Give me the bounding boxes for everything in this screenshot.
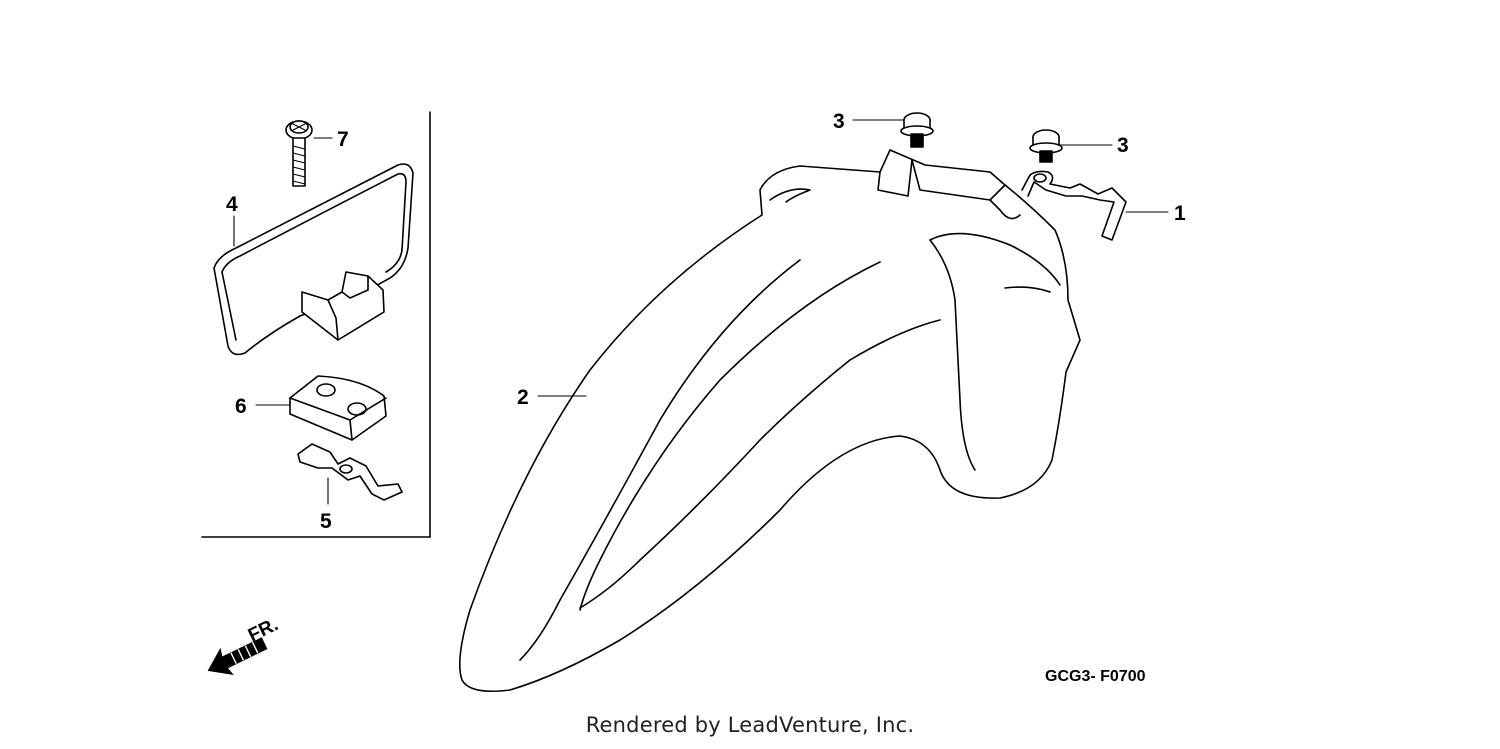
callout-6: 6 (235, 395, 247, 418)
callout-3-left: 3 (833, 110, 845, 133)
bolt-part-3-right (1029, 129, 1063, 163)
callout-7: 7 (337, 128, 349, 151)
reflector-part-4 (213, 163, 414, 356)
leader-lines (233, 119, 1169, 505)
callout-4: 4 (226, 193, 238, 216)
damper-part-6 (289, 375, 387, 441)
render-credit: Rendered by LeadVenture, Inc. (585, 713, 915, 737)
callout-3-right: 3 (1117, 134, 1129, 157)
callout-1: 1 (1174, 202, 1186, 225)
bracket-part-5 (297, 443, 403, 501)
callout-5: 5 (320, 510, 332, 533)
front-direction-label: FR. (245, 614, 282, 646)
drawing-code: GCG3- F0700 (1045, 668, 1146, 685)
fender-part-2 (458, 149, 1081, 693)
screw-part-7 (285, 120, 313, 187)
stay-part-1 (1021, 170, 1127, 241)
front-direction-arrow (207, 637, 268, 676)
inset-frame (201, 111, 431, 538)
callout-2: 2 (517, 386, 529, 409)
bolt-part-3-left (900, 112, 934, 148)
